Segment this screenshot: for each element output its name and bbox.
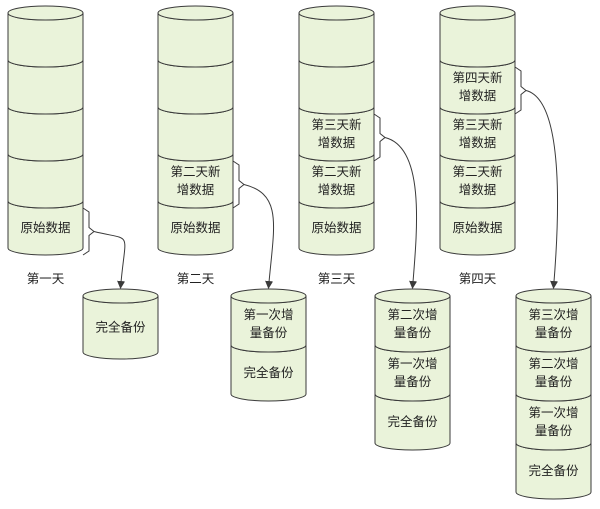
backup3-item-1: 第二次增量备份	[374, 288, 451, 353]
day-label: 第一天	[27, 271, 65, 286]
backup4-item-4-label: 完全备份	[528, 463, 579, 478]
day-label: 第四天	[459, 271, 497, 286]
day4-segment-1-top	[439, 5, 516, 21]
day4-backup-connector	[525, 90, 559, 289]
day3-backup-connector	[384, 137, 418, 289]
day3-segment-4-body	[298, 153, 375, 209]
day4-segment-3-label: 第三天新增数据	[452, 117, 502, 150]
day1-segment-1-body	[7, 12, 84, 68]
day1-segment-2-body	[7, 59, 84, 115]
day4-segment-2-body	[439, 59, 516, 115]
backup4-item-1: 第三次增量备份	[515, 288, 592, 353]
backup1-item-1: 完全备份	[82, 288, 159, 360]
day3-segment-1-body	[298, 12, 375, 68]
day3-segment-3-label: 第三天新增数据	[311, 117, 361, 150]
day4-segment-1	[439, 5, 516, 68]
backup1-item-1-top	[82, 288, 159, 304]
day1-segment-5-label: 原始数据	[20, 220, 70, 235]
day1-backup-connector	[93, 231, 126, 289]
backup4-item-3-label: 第一次增量备份	[528, 405, 578, 438]
backup4-item-2-body	[515, 344, 592, 402]
day3-segment-2-body	[298, 59, 375, 115]
day1-segment-1	[7, 5, 84, 68]
backup4-item-3-body	[515, 393, 592, 451]
backup2-item-1-label: 第一次增量备份	[243, 307, 293, 340]
day2-segment-1	[157, 5, 234, 68]
backup2-item-1-body	[230, 295, 307, 353]
day4-segment-3-body	[439, 106, 516, 162]
backup3-item-3-label: 完全备份	[387, 414, 438, 429]
day4-new-data-bracket	[514, 66, 527, 115]
day2-segment-5-label: 原始数据	[170, 220, 220, 235]
day2-segment-3-body	[157, 106, 234, 162]
backup4-item-1-label: 第三次增量备份	[528, 307, 578, 340]
day4-segment-4-body	[439, 153, 516, 209]
day3-segment-1	[298, 5, 375, 68]
backup3-item-2-label: 第一次增量备份	[387, 356, 437, 389]
backup3-item-2-body	[374, 344, 451, 402]
day4-segment-4-label: 第二天新增数据	[452, 164, 502, 197]
day2-segment-4-label: 第二天新增数据	[170, 164, 220, 197]
day1-segment-4-body	[7, 153, 84, 209]
day3-segment-1-top	[298, 5, 375, 21]
backup4-item-2-label: 第二次增量备份	[528, 356, 578, 389]
backup4-item-1-top	[515, 288, 592, 304]
day3-segment-3-body	[298, 106, 375, 162]
day-label: 第二天	[177, 271, 215, 286]
day2-segment-4-body	[157, 153, 234, 209]
backup4-item-1-body	[515, 295, 592, 353]
backup1-item-1-label: 完全备份	[95, 320, 146, 335]
day4-segment-1-body	[439, 12, 516, 68]
backup2-item-1-top	[230, 288, 307, 304]
day2-segment-1-body	[157, 12, 234, 68]
day3-new-data-bracket	[373, 113, 386, 162]
day2-segment-2-body	[157, 59, 234, 115]
day2-new-data-bracket	[232, 160, 245, 209]
day2-segment-1-top	[157, 5, 234, 21]
day-label: 第三天	[318, 271, 356, 286]
day3-segment-4-label: 第二天新增数据	[311, 164, 361, 197]
backup3-item-1-body	[374, 295, 451, 353]
backup3-item-1-top	[374, 288, 451, 304]
backup-stack-2: 完全备份 第一次增量备份	[230, 288, 307, 402]
day2-backup-connector	[243, 184, 275, 289]
day4-segment-2-label: 第四天新增数据	[452, 70, 502, 103]
backup-stack-1: 完全备份	[82, 288, 159, 360]
day4-segment-5-label: 原始数据	[452, 220, 502, 235]
backup3-item-1-label: 第二次增量备份	[387, 307, 437, 340]
day1-segment-3-body	[7, 106, 84, 162]
day1-new-data-bracket	[82, 207, 95, 256]
day3-segment-5-label: 原始数据	[311, 220, 361, 235]
day1-segment-1-top	[7, 5, 84, 21]
backup2-item-1: 第一次增量备份	[230, 288, 307, 353]
backup2-item-2-label: 完全备份	[243, 365, 294, 380]
